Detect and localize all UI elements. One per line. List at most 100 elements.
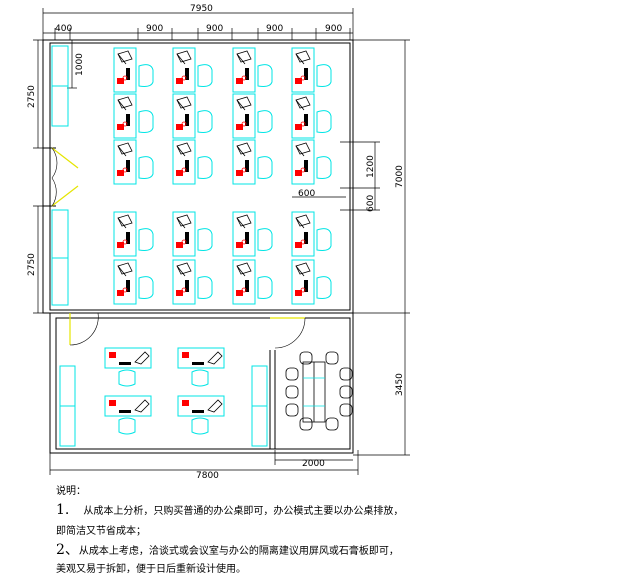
desk (232, 259, 256, 305)
monitor-stand (236, 53, 246, 65)
dim-top-d4: 900 (325, 24, 342, 34)
note-3-text: 从成本上考虑，洽谈式或会议室与办公的隔离建议用屏风或石膏板即可， (78, 546, 399, 557)
phone-icon (117, 78, 124, 84)
monitor-icon (176, 50, 192, 63)
chair-icon (197, 228, 213, 251)
phone-icon (176, 124, 183, 130)
meeting-chair (339, 385, 353, 399)
desk (172, 93, 196, 139)
phone-handset-icon (300, 239, 306, 245)
chair-icon (191, 417, 209, 435)
phone-icon (236, 242, 243, 248)
phone-handset-icon (181, 239, 187, 245)
phone-icon (109, 352, 116, 358)
desk (172, 47, 196, 93)
chair-icon (316, 156, 332, 179)
monitor-stand (117, 53, 127, 65)
monitor-icon (236, 262, 252, 275)
keyboard-icon (304, 68, 308, 80)
phone-icon (295, 170, 302, 176)
phone-icon (236, 290, 243, 296)
phone-handset-icon (122, 239, 128, 245)
monitor-icon (117, 262, 133, 275)
chair-icon (138, 276, 154, 299)
chair-icon (138, 228, 154, 251)
walls (42, 39, 354, 454)
keyboard-icon (304, 114, 308, 126)
phone-icon (176, 170, 183, 176)
meeting-chair (339, 367, 353, 381)
monitor-icon (117, 142, 133, 155)
chair-icon (118, 369, 136, 387)
chair-icon (316, 276, 332, 299)
chair-icon (257, 156, 273, 179)
monitor-icon (117, 50, 133, 63)
phone-icon (295, 124, 302, 130)
monitor-icon (295, 96, 311, 109)
phone-handset-icon (300, 121, 306, 127)
desk (104, 395, 152, 417)
keyboard-icon (185, 114, 189, 126)
phone-handset-icon (122, 75, 128, 81)
note-1-text: 从成本上分析，只购买普通的办公桌即可，办公模式主要以办公桌排放， (83, 506, 404, 517)
dim-left-lower: 2750 (27, 253, 37, 276)
monitor-icon (295, 214, 311, 227)
phone-handset-icon (122, 287, 128, 293)
dim-top-d2: 900 (206, 24, 223, 34)
note-line-1: 1. 从成本上分析，只购买普通的办公桌即可，办公模式主要以办公桌排放， (56, 502, 403, 518)
meeting-table (302, 361, 326, 423)
dim-desk-height: 1200 (366, 155, 376, 178)
doors (51, 147, 306, 349)
chair-icon (138, 156, 154, 179)
workstation-group (104, 47, 353, 435)
keyboard-icon (185, 160, 189, 172)
desk (177, 347, 225, 369)
monitor-icon (117, 96, 133, 109)
phone-handset-icon (181, 75, 187, 81)
desk (232, 47, 256, 93)
keyboard-icon (126, 160, 130, 172)
chair-icon (257, 228, 273, 251)
notes-heading: 说明： (56, 486, 86, 497)
dim-bottom-meeting: 2000 (302, 459, 325, 469)
keyboard-icon (192, 410, 204, 413)
keyboard-icon (185, 68, 189, 80)
monitor-stand (176, 265, 186, 277)
phone-icon (117, 290, 124, 296)
monitor-stand (236, 265, 246, 277)
monitor-stand (176, 217, 186, 229)
phone-handset-icon (300, 287, 306, 293)
desk (172, 139, 196, 185)
keyboard-icon (245, 114, 249, 126)
monitor-icon (176, 262, 192, 275)
keyboard-icon (126, 114, 130, 126)
note-1-number: 1. (56, 502, 70, 518)
dim-top-d3: 900 (266, 24, 283, 34)
monitor-icon (236, 96, 252, 109)
dim-desk-width: 600 (298, 189, 315, 199)
meeting-chair (285, 385, 299, 399)
monitor-stand (176, 99, 186, 111)
dimension-lines (33, 8, 410, 475)
monitor-stand (236, 217, 246, 229)
keyboard-icon (304, 280, 308, 292)
chair-icon (197, 110, 213, 133)
desk (113, 211, 137, 257)
keyboard-icon (119, 362, 131, 365)
dim-top-small: 400 (55, 24, 72, 34)
monitor-icon (134, 351, 150, 365)
monitor-stand (117, 145, 127, 157)
monitor-icon (176, 142, 192, 155)
desk (104, 347, 152, 369)
keyboard-icon (185, 232, 189, 244)
dim-right-lower: 3450 (395, 373, 405, 396)
keyboard-icon (304, 232, 308, 244)
monitor-stand (295, 99, 305, 111)
dim-top-total: 7950 (190, 4, 213, 14)
phone-icon (295, 290, 302, 296)
desk (291, 259, 315, 305)
monitor-icon (117, 214, 133, 227)
monitor-stand (295, 265, 305, 277)
monitor-stand (295, 145, 305, 157)
phone-icon (182, 352, 189, 358)
